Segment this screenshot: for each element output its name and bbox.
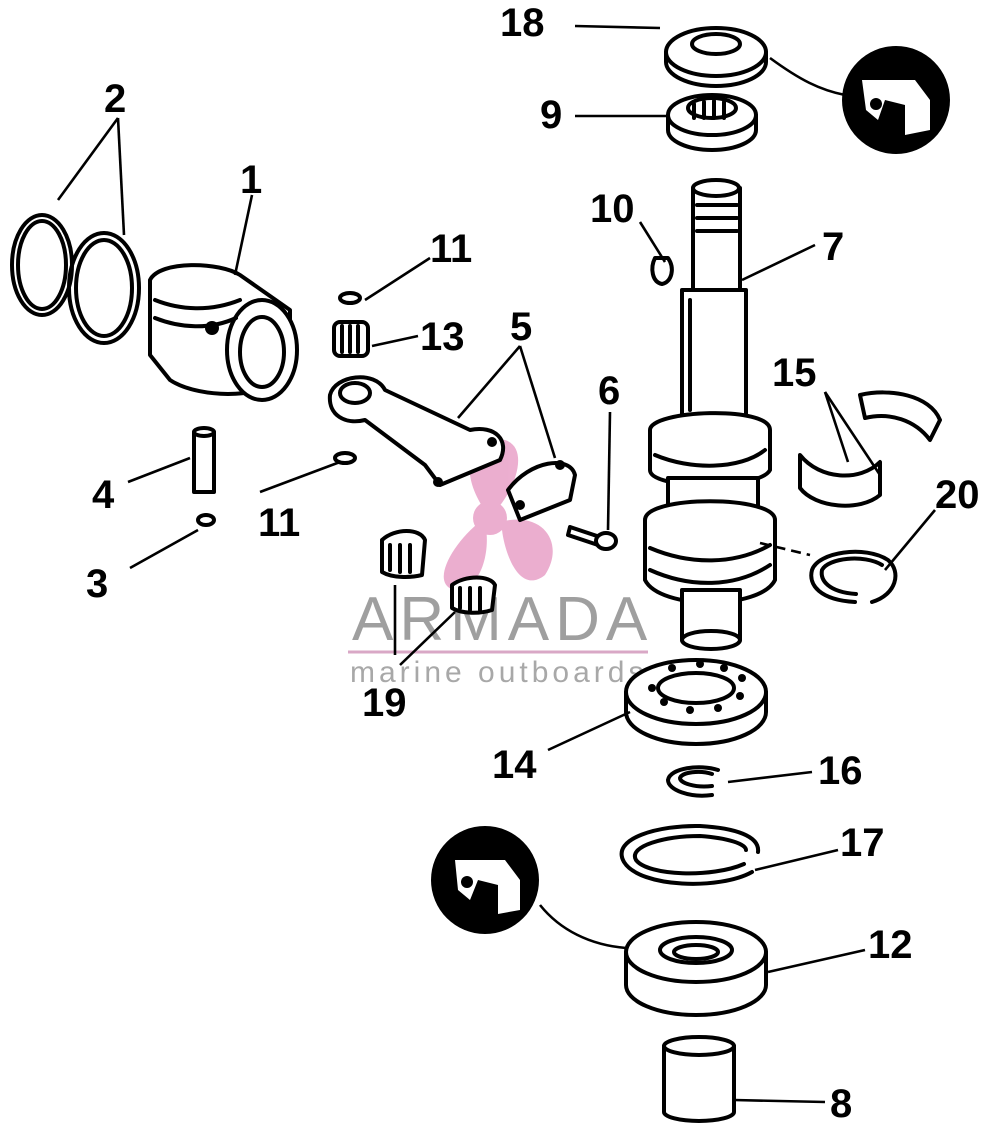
part-18-oil-seal [664, 26, 768, 88]
callout-2: 2 [104, 77, 126, 121]
part-16-retaining-ring [666, 765, 720, 798]
ring-position-dashed-line [759, 541, 811, 557]
part-9-ball-bearing [666, 93, 758, 152]
callout-13: 13 [420, 315, 465, 359]
armada-watermark: ARMADA marine outboards [348, 439, 653, 689]
sealant-tube-icon [769, 46, 950, 154]
part-6-rod-bolt [566, 525, 618, 551]
part-7-crankshaft [643, 178, 777, 651]
part-1-piston [148, 263, 299, 402]
part-2-piston-rings [10, 213, 141, 345]
callout-14: 14 [492, 743, 537, 787]
callout-10: 10 [590, 187, 635, 231]
callout-18: 18 [500, 1, 545, 45]
callout-11-lower: 11 [258, 501, 300, 545]
sealant-tube-icon [431, 826, 627, 950]
part-20-retaining-ring [809, 549, 898, 604]
callout-16: 16 [818, 749, 863, 793]
callout-11-upper: 11 [430, 227, 472, 271]
callout-3: 3 [86, 562, 108, 606]
part-4-wrist-pin [192, 426, 216, 494]
leader-lines [56, 24, 936, 1104]
part-8-bushing [662, 1035, 736, 1123]
callout-4: 4 [92, 473, 115, 517]
propeller-logo-icon [443, 439, 553, 590]
part-11-washer-upper [338, 291, 362, 305]
callout-19: 19 [362, 681, 407, 725]
part-12-oil-seal [624, 920, 768, 1017]
watermark-title: ARMADA [352, 585, 653, 654]
part-5-connecting-rod [327, 375, 577, 522]
callout-12: 12 [868, 923, 913, 967]
callout-17: 17 [840, 821, 885, 865]
callout-20: 20 [935, 473, 980, 517]
callout-9: 9 [540, 93, 562, 137]
part-13-needle-bearing [332, 320, 370, 358]
part-19-bearing-cage [380, 529, 497, 615]
callout-1: 1 [240, 158, 262, 202]
watermark-subtitle: marine outboards [350, 656, 647, 689]
callout-6: 6 [598, 369, 620, 413]
part-14-ball-bearing [624, 658, 768, 746]
part-17-retaining-ring [619, 823, 761, 886]
callout-15: 15 [772, 351, 817, 395]
part-11-washer-lower [333, 451, 357, 465]
part-10-woodruff-key [650, 256, 674, 286]
part-3-clip [196, 513, 216, 527]
callout-5: 5 [510, 305, 532, 349]
callout-labels: 18 9 10 7 2 1 11 13 5 6 15 4 11 20 3 19 … [86, 1, 980, 1126]
part-15-bearing-halves [798, 390, 942, 508]
callout-7: 7 [822, 225, 844, 269]
callout-8: 8 [830, 1082, 852, 1126]
